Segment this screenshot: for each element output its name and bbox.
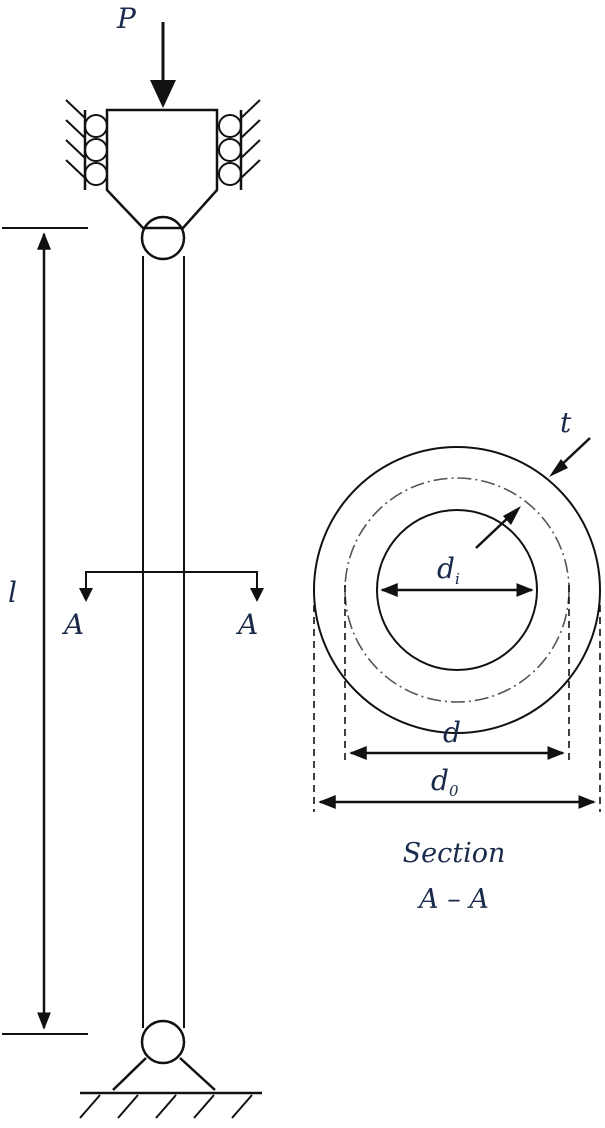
section-mark-left: A: [61, 608, 84, 641]
section-caption-line2: A – A: [416, 884, 489, 915]
inner-diameter-label: di: [437, 552, 460, 588]
bottom-pin-support: [79, 1057, 262, 1119]
outer-diameter-label: d0: [431, 764, 459, 800]
mean-diameter-dimension: [344, 585, 570, 760]
mean-diameter-label: d: [443, 716, 461, 749]
section-caption-line1: Section: [403, 838, 506, 869]
thickness-label: t: [560, 406, 572, 439]
load-arrow: [150, 22, 176, 108]
top-pin: [140, 215, 186, 261]
length-dimension: [2, 227, 88, 1035]
outer-diameter-dimension: [313, 605, 601, 812]
column-shaft: [142, 256, 185, 1028]
section-cut-line: [79, 571, 264, 602]
thickness-arrow: [475, 437, 591, 549]
load-label: P: [116, 2, 137, 35]
length-label: l: [8, 576, 17, 609]
top-guide-support: [65, 99, 261, 230]
bottom-pin: [140, 1019, 186, 1065]
section-mark-right: A: [235, 608, 258, 641]
